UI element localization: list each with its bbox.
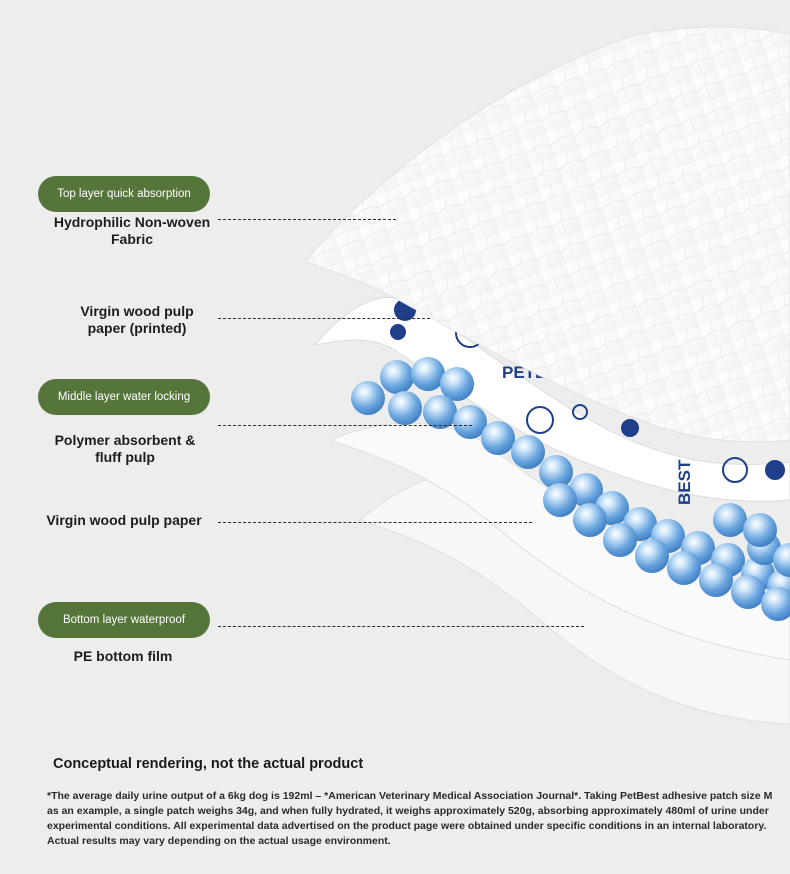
polymer-bead: [539, 455, 573, 489]
label-hydrophilic-nonwoven: Hydrophilic Non-woven Fabric: [53, 214, 211, 247]
polymer-bead: [667, 551, 701, 585]
badge-top-layer: Top layer quick absorption: [38, 176, 210, 212]
leader-line-3: [218, 425, 472, 426]
polymer-beads: [351, 357, 790, 621]
polymer-bead: [761, 587, 790, 621]
label-virgin-pulp-paper: Virgin wood pulp paper: [46, 512, 202, 528]
polymer-bead: [423, 395, 457, 429]
disclaimer: Conceptual rendering, not the actual pro…: [53, 756, 364, 772]
badge-bottom-layer: Bottom layer waterproof: [38, 602, 210, 638]
label-polymer-fluff: Polymer absorbent & fluff pulp: [54, 432, 196, 465]
label-pe-bottom-film: PE bottom film: [73, 648, 173, 664]
polymer-bead: [573, 503, 607, 537]
polymer-bead: [699, 563, 733, 597]
polymer-bead: [388, 391, 422, 425]
polymer-bead: [731, 575, 765, 609]
polymer-bead: [411, 357, 445, 391]
polymer-bead: [635, 539, 669, 573]
polymer-bead: [603, 523, 637, 557]
polymer-bead: [773, 543, 790, 577]
polymer-bead: [569, 473, 603, 507]
top-nonwoven-sheet: [304, 26, 790, 443]
polymer-bead: [380, 360, 414, 394]
polymer-bead: [713, 503, 747, 537]
label-printed-pulp-paper: Virgin wood pulp paper (printed): [80, 303, 194, 336]
polymer-bead: [511, 435, 545, 469]
badge-middle-layer: Middle layer water locking: [38, 379, 210, 415]
print-brand-vertical: BEST: [675, 459, 694, 505]
footnote: *The average daily urine output of a 6kg…: [47, 790, 773, 847]
polymer-bead: [351, 381, 385, 415]
leader-line-1: [218, 219, 396, 220]
leader-line-4: [218, 522, 532, 523]
polymer-bead: [481, 421, 515, 455]
leader-line-5: [218, 626, 584, 627]
polymer-bead: [743, 513, 777, 547]
polymer-bead: [440, 367, 474, 401]
polymer-bead: [453, 405, 487, 439]
polymer-bead: [543, 483, 577, 517]
leader-line-2: [218, 318, 430, 319]
